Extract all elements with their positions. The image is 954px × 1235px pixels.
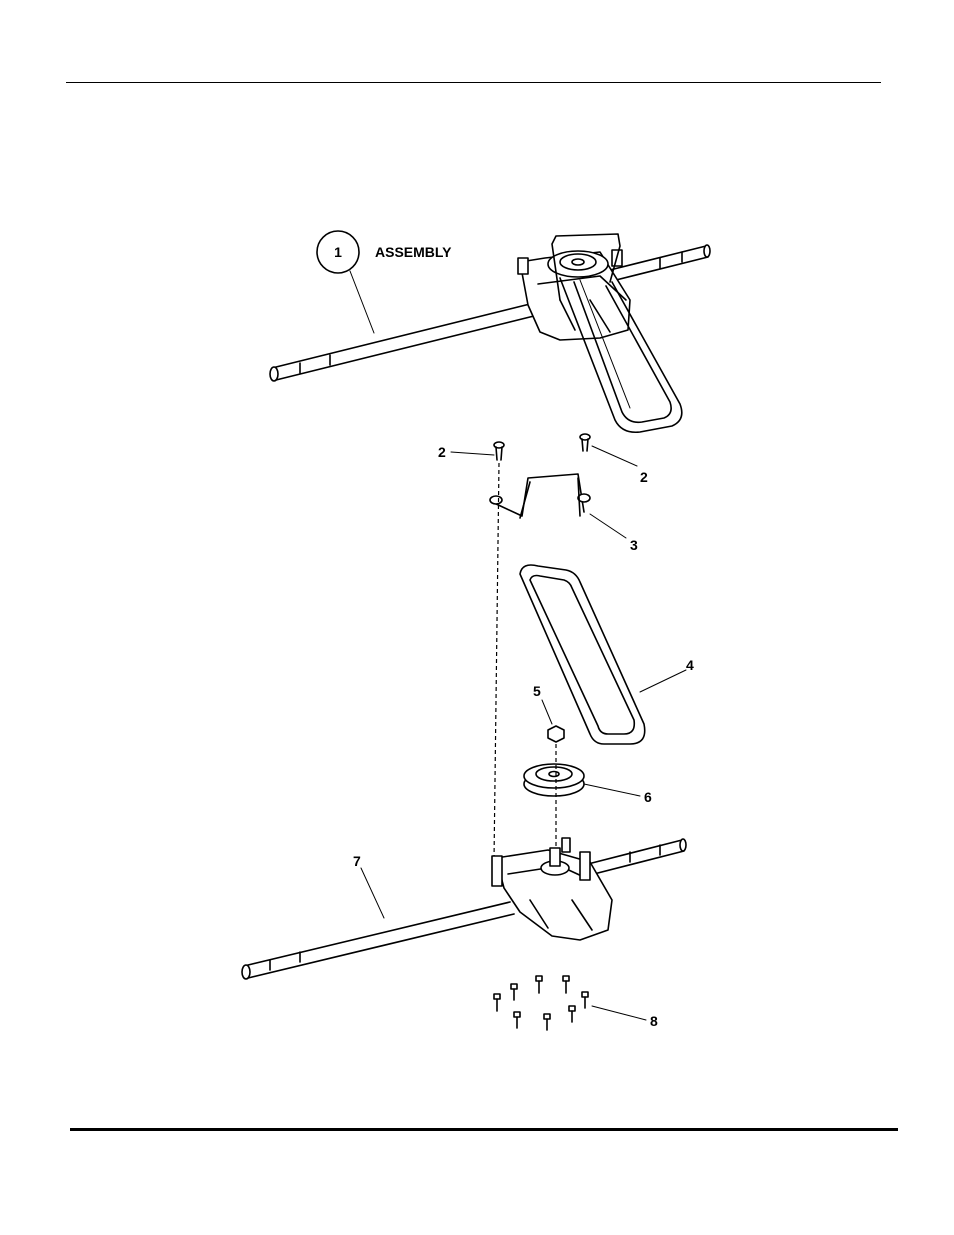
bottom-screw [569, 1006, 575, 1022]
nut-part [542, 700, 564, 742]
transmission-part [242, 838, 686, 979]
assembly-leader-line [350, 271, 374, 333]
assembly-callout-number: 1 [334, 244, 342, 260]
bottom-screw [563, 976, 569, 993]
bottom-screw [514, 1012, 520, 1028]
assembly-callout-label: ASSEMBLY [375, 244, 452, 260]
assembled-transmission-illustration [270, 234, 710, 432]
callout-4: 4 [686, 657, 694, 673]
bottom-screw [511, 984, 517, 1000]
left-screw-guide-line [494, 463, 499, 860]
bottom-screw [536, 976, 542, 993]
bottom-screw [544, 1014, 550, 1030]
callout-5: 5 [533, 683, 541, 699]
pulley-part [524, 764, 640, 796]
bracket-part [490, 474, 626, 538]
screw-right-part [580, 434, 637, 466]
callout-3: 3 [630, 537, 638, 553]
bottom-screw [494, 994, 500, 1011]
callout-6: 6 [644, 789, 652, 805]
footer-rule [70, 1128, 898, 1131]
screw-left-part [451, 442, 504, 460]
bottom-screw [582, 992, 588, 1008]
callout-8: 8 [650, 1013, 658, 1029]
bottom-screws-part [494, 976, 646, 1030]
callout-7: 7 [353, 853, 361, 869]
callout-2-right: 2 [640, 469, 648, 485]
callout-2-left: 2 [438, 444, 446, 460]
belt-part [520, 565, 686, 744]
assembly-callout: 1 ASSEMBLY [317, 231, 452, 333]
